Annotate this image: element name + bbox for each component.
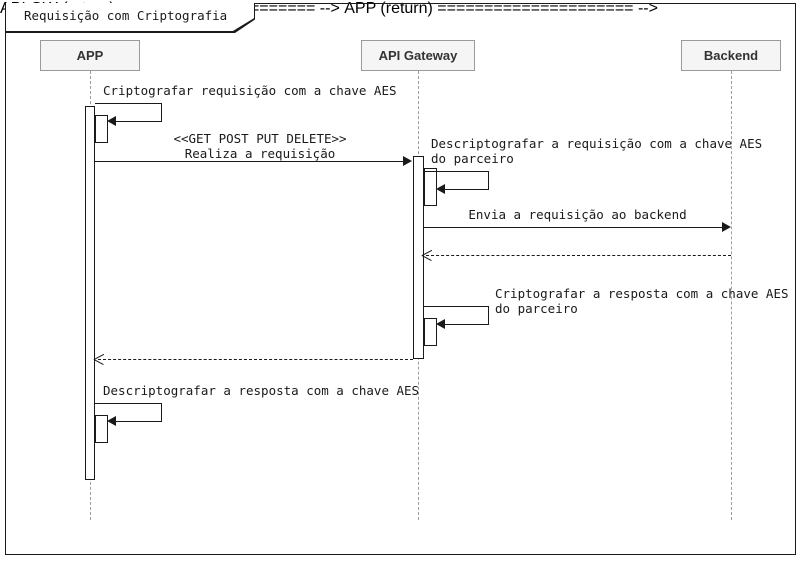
arrowhead-m7 <box>94 354 104 365</box>
arrowhead-m1 <box>107 116 116 126</box>
lifeline-backend <box>731 71 732 520</box>
message-line-m3-top <box>424 171 489 172</box>
arrowhead-m6 <box>436 319 445 329</box>
activation-app <box>85 106 95 480</box>
activation-app-nested-2 <box>95 415 108 443</box>
participant-app[interactable]: APP <box>40 40 140 71</box>
message-line-m3-right <box>488 171 489 189</box>
message-label-m8: Descriptografar a resposta com a chave A… <box>103 383 420 398</box>
message-line-m1-bottom <box>115 121 162 122</box>
message-line-m1-right <box>161 103 162 121</box>
message-line-m4 <box>424 227 722 228</box>
participant-app-label: APP <box>76 48 104 63</box>
arrowhead-m8 <box>107 416 116 426</box>
message-line-m3-bottom <box>444 189 489 190</box>
arrowhead-m2 <box>403 156 412 166</box>
message-label-m6-line2: do parceiro <box>495 301 578 316</box>
arrowhead-m4 <box>722 222 731 232</box>
message-label-m4: Envia a requisição ao backend <box>468 207 687 222</box>
message-label-m3-line2: do parceiro <box>431 151 514 166</box>
activation-app-nested-1 <box>95 115 108 143</box>
message-line-m5 <box>426 255 731 256</box>
arrowhead-m3 <box>436 184 445 194</box>
diagram-frame <box>5 3 796 555</box>
message-line-m7 <box>98 359 413 360</box>
message-label-m2-line2: Realiza a requisição <box>184 146 336 161</box>
activation-api-gateway-nested-2 <box>424 318 437 346</box>
message-line-m6-bottom <box>444 324 489 325</box>
participant-api-gateway-label: API Gateway <box>378 48 458 63</box>
message-line-m8-bottom <box>115 421 162 422</box>
message-label-m3-line1: Descriptografar a requisição com a chave… <box>431 136 763 151</box>
participant-backend[interactable]: Backend <box>681 40 781 71</box>
message-label-m1: Criptografar requisição com a chave AES <box>103 83 397 98</box>
message-label-m6-line1: Criptografar a resposta com a chave AES <box>495 286 789 301</box>
message-line-m6-top <box>424 306 489 307</box>
message-line-m2 <box>95 161 403 162</box>
participant-api-gateway[interactable]: API Gateway <box>361 40 475 71</box>
message-line-m8-top <box>95 403 162 404</box>
arrowhead-m5 <box>422 250 432 261</box>
message-line-m1-top <box>95 103 162 104</box>
message-line-m6-right <box>488 306 489 324</box>
title-tab-fill <box>6 3 254 31</box>
participant-backend-label: Backend <box>703 48 759 63</box>
message-label-m2-line1: <<GET POST PUT DELETE>> <box>173 131 347 146</box>
message-line-m8-right <box>161 403 162 421</box>
diagram-title: Requisição com Criptografia <box>24 8 228 23</box>
